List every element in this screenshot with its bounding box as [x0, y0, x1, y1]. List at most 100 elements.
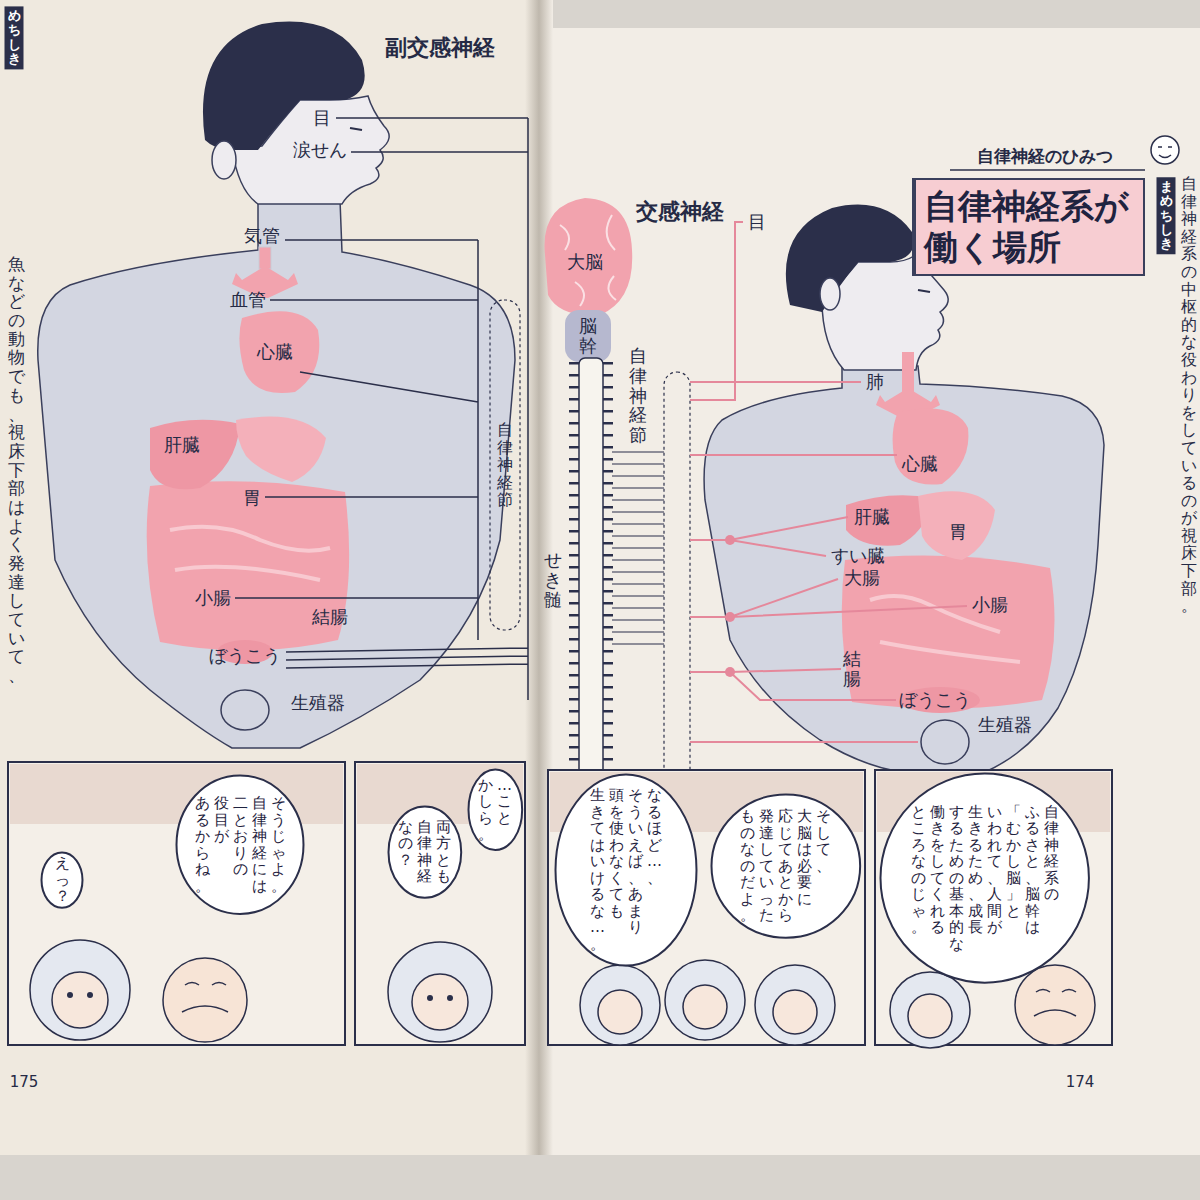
- comic-panel: [355, 762, 525, 1045]
- ear: [820, 278, 840, 310]
- left-page: [0, 0, 540, 1155]
- note-tag: まめちしき: [1157, 177, 1176, 254]
- organ-label: 結腸: [843, 649, 861, 689]
- organ-label: 結腸: [312, 608, 348, 626]
- organ-label: 胃: [949, 523, 967, 541]
- character-eye: [87, 992, 93, 998]
- trachea: [259, 247, 271, 269]
- speech-bubble: …ことかしら。: [467, 768, 524, 852]
- organ-label: 肺: [866, 373, 884, 391]
- speech-bubble-outline: [554, 773, 698, 967]
- professor-features: [182, 983, 228, 1013]
- liver: [150, 420, 240, 489]
- speech-bubble-shape: [389, 806, 462, 897]
- organ-label: 目: [748, 213, 766, 231]
- bubble-text: そして、大脳は必要に応じてあとから発達していったものなのだよ。: [740, 808, 831, 924]
- trachea: [902, 352, 914, 392]
- character-eye: [67, 992, 73, 998]
- organ-label: 気管: [244, 227, 280, 245]
- branch-dot: [725, 667, 735, 677]
- bladder: [900, 687, 980, 713]
- text-column: 自律神経には: [252, 795, 267, 894]
- character-face: [773, 990, 817, 1034]
- genitals: [921, 720, 969, 764]
- title-text: 自律神経系が働く場所: [924, 186, 1135, 268]
- branch-dot: [725, 612, 735, 622]
- organ-label: 目: [313, 109, 331, 127]
- text-column: そうじゃよ。: [271, 795, 286, 894]
- brain: [545, 198, 633, 315]
- character-face: [412, 974, 468, 1030]
- page-number: 175: [10, 1075, 39, 1090]
- organ-label: 小腸: [972, 596, 1008, 614]
- header-face-features: [1158, 147, 1172, 158]
- text-column: 生きるため、成長: [968, 804, 983, 936]
- text-column: ものなのだよ。: [740, 808, 755, 924]
- text-column: なるほど…、: [647, 787, 662, 886]
- text-column: いわれて、人間が: [987, 804, 1002, 936]
- text-column: 自律神経系の: [1044, 804, 1059, 903]
- text-column: ふるさと、脳幹は: [1025, 804, 1040, 936]
- speech-bubble: えっ？: [40, 851, 84, 909]
- branch-dot: [725, 535, 735, 545]
- brainstem: [565, 310, 611, 362]
- hair: [786, 205, 914, 312]
- organ-label: すい臓: [831, 547, 885, 565]
- character-helmet: [755, 965, 835, 1045]
- text-column: 「むかし脳」と: [1006, 804, 1021, 920]
- heart: [893, 408, 969, 484]
- text-column: そういえば、あまり: [628, 787, 643, 936]
- professor-features: [1034, 990, 1076, 1017]
- intestine-coils: [870, 596, 1020, 662]
- character-face: [908, 994, 952, 1038]
- running-header: 自律神経のひみつ: [977, 148, 1113, 165]
- organ-label: せき髄: [544, 550, 562, 609]
- organ-label: 心臓: [257, 343, 293, 361]
- title-box: 自律神経系が働く場所: [912, 178, 1145, 276]
- right-page: [540, 28, 1200, 1155]
- bubble-text: 両方とも自律神経なの？: [398, 819, 451, 885]
- organ-label: 大脳: [567, 253, 603, 271]
- ganglion-chain: [490, 300, 520, 630]
- part-label: 自律神経節: [497, 421, 513, 509]
- professor-face: [163, 958, 247, 1042]
- text-column: 応じてあとから: [778, 808, 793, 924]
- intestines: [842, 556, 1055, 709]
- comic-panel: [8, 762, 345, 1045]
- nerve-lines: [235, 118, 528, 700]
- organ-label: 心臓: [902, 455, 938, 473]
- bubble-text: そうじゃよ。自律神経には二とおりの役目があるからね。: [195, 795, 286, 894]
- speech-bubble: なるほど…、そういえば、あまり頭を使わなくても生きてはいけるな…。: [554, 773, 698, 967]
- speech-bubble-shape: [556, 774, 697, 965]
- diagram-heading: 交感神経: [636, 201, 724, 223]
- character-helmet: [890, 972, 970, 1048]
- stomach: [918, 491, 995, 560]
- stomach: [236, 417, 326, 482]
- text-column: ところなのじゃ。: [911, 804, 926, 936]
- spine-to-ganglion-lines: [612, 452, 664, 644]
- text-column: 生きてはいけるな…。: [590, 787, 605, 952]
- eye: [918, 290, 930, 292]
- eye: [350, 128, 362, 130]
- text-column: 二とおりの: [233, 795, 248, 878]
- genitals: [221, 690, 269, 730]
- header-face-icon: [1151, 136, 1179, 164]
- text-column: 自律神経: [417, 819, 432, 885]
- comic-panel: [548, 770, 865, 1045]
- ear: [212, 141, 236, 179]
- organ-label: 生殖器: [978, 716, 1032, 734]
- bubble-text: …ことかしら。: [478, 777, 512, 843]
- speech-bubble-shape: [468, 770, 522, 851]
- organ-label: 涙せん: [293, 141, 347, 159]
- text-column: 発達していった: [759, 808, 774, 924]
- brain-folds: [560, 215, 616, 306]
- organ-label: 肝臓: [854, 508, 890, 526]
- speech-bubble: そして、大脳は必要に応じてあとから発達していったものなのだよ。: [710, 793, 862, 939]
- text-column: 頭を使わなくても: [609, 787, 624, 919]
- character-helmet: [580, 965, 660, 1045]
- text-column: 両方とも: [436, 819, 451, 885]
- character-helmet: [30, 940, 130, 1040]
- text-column: 役目が: [214, 795, 229, 845]
